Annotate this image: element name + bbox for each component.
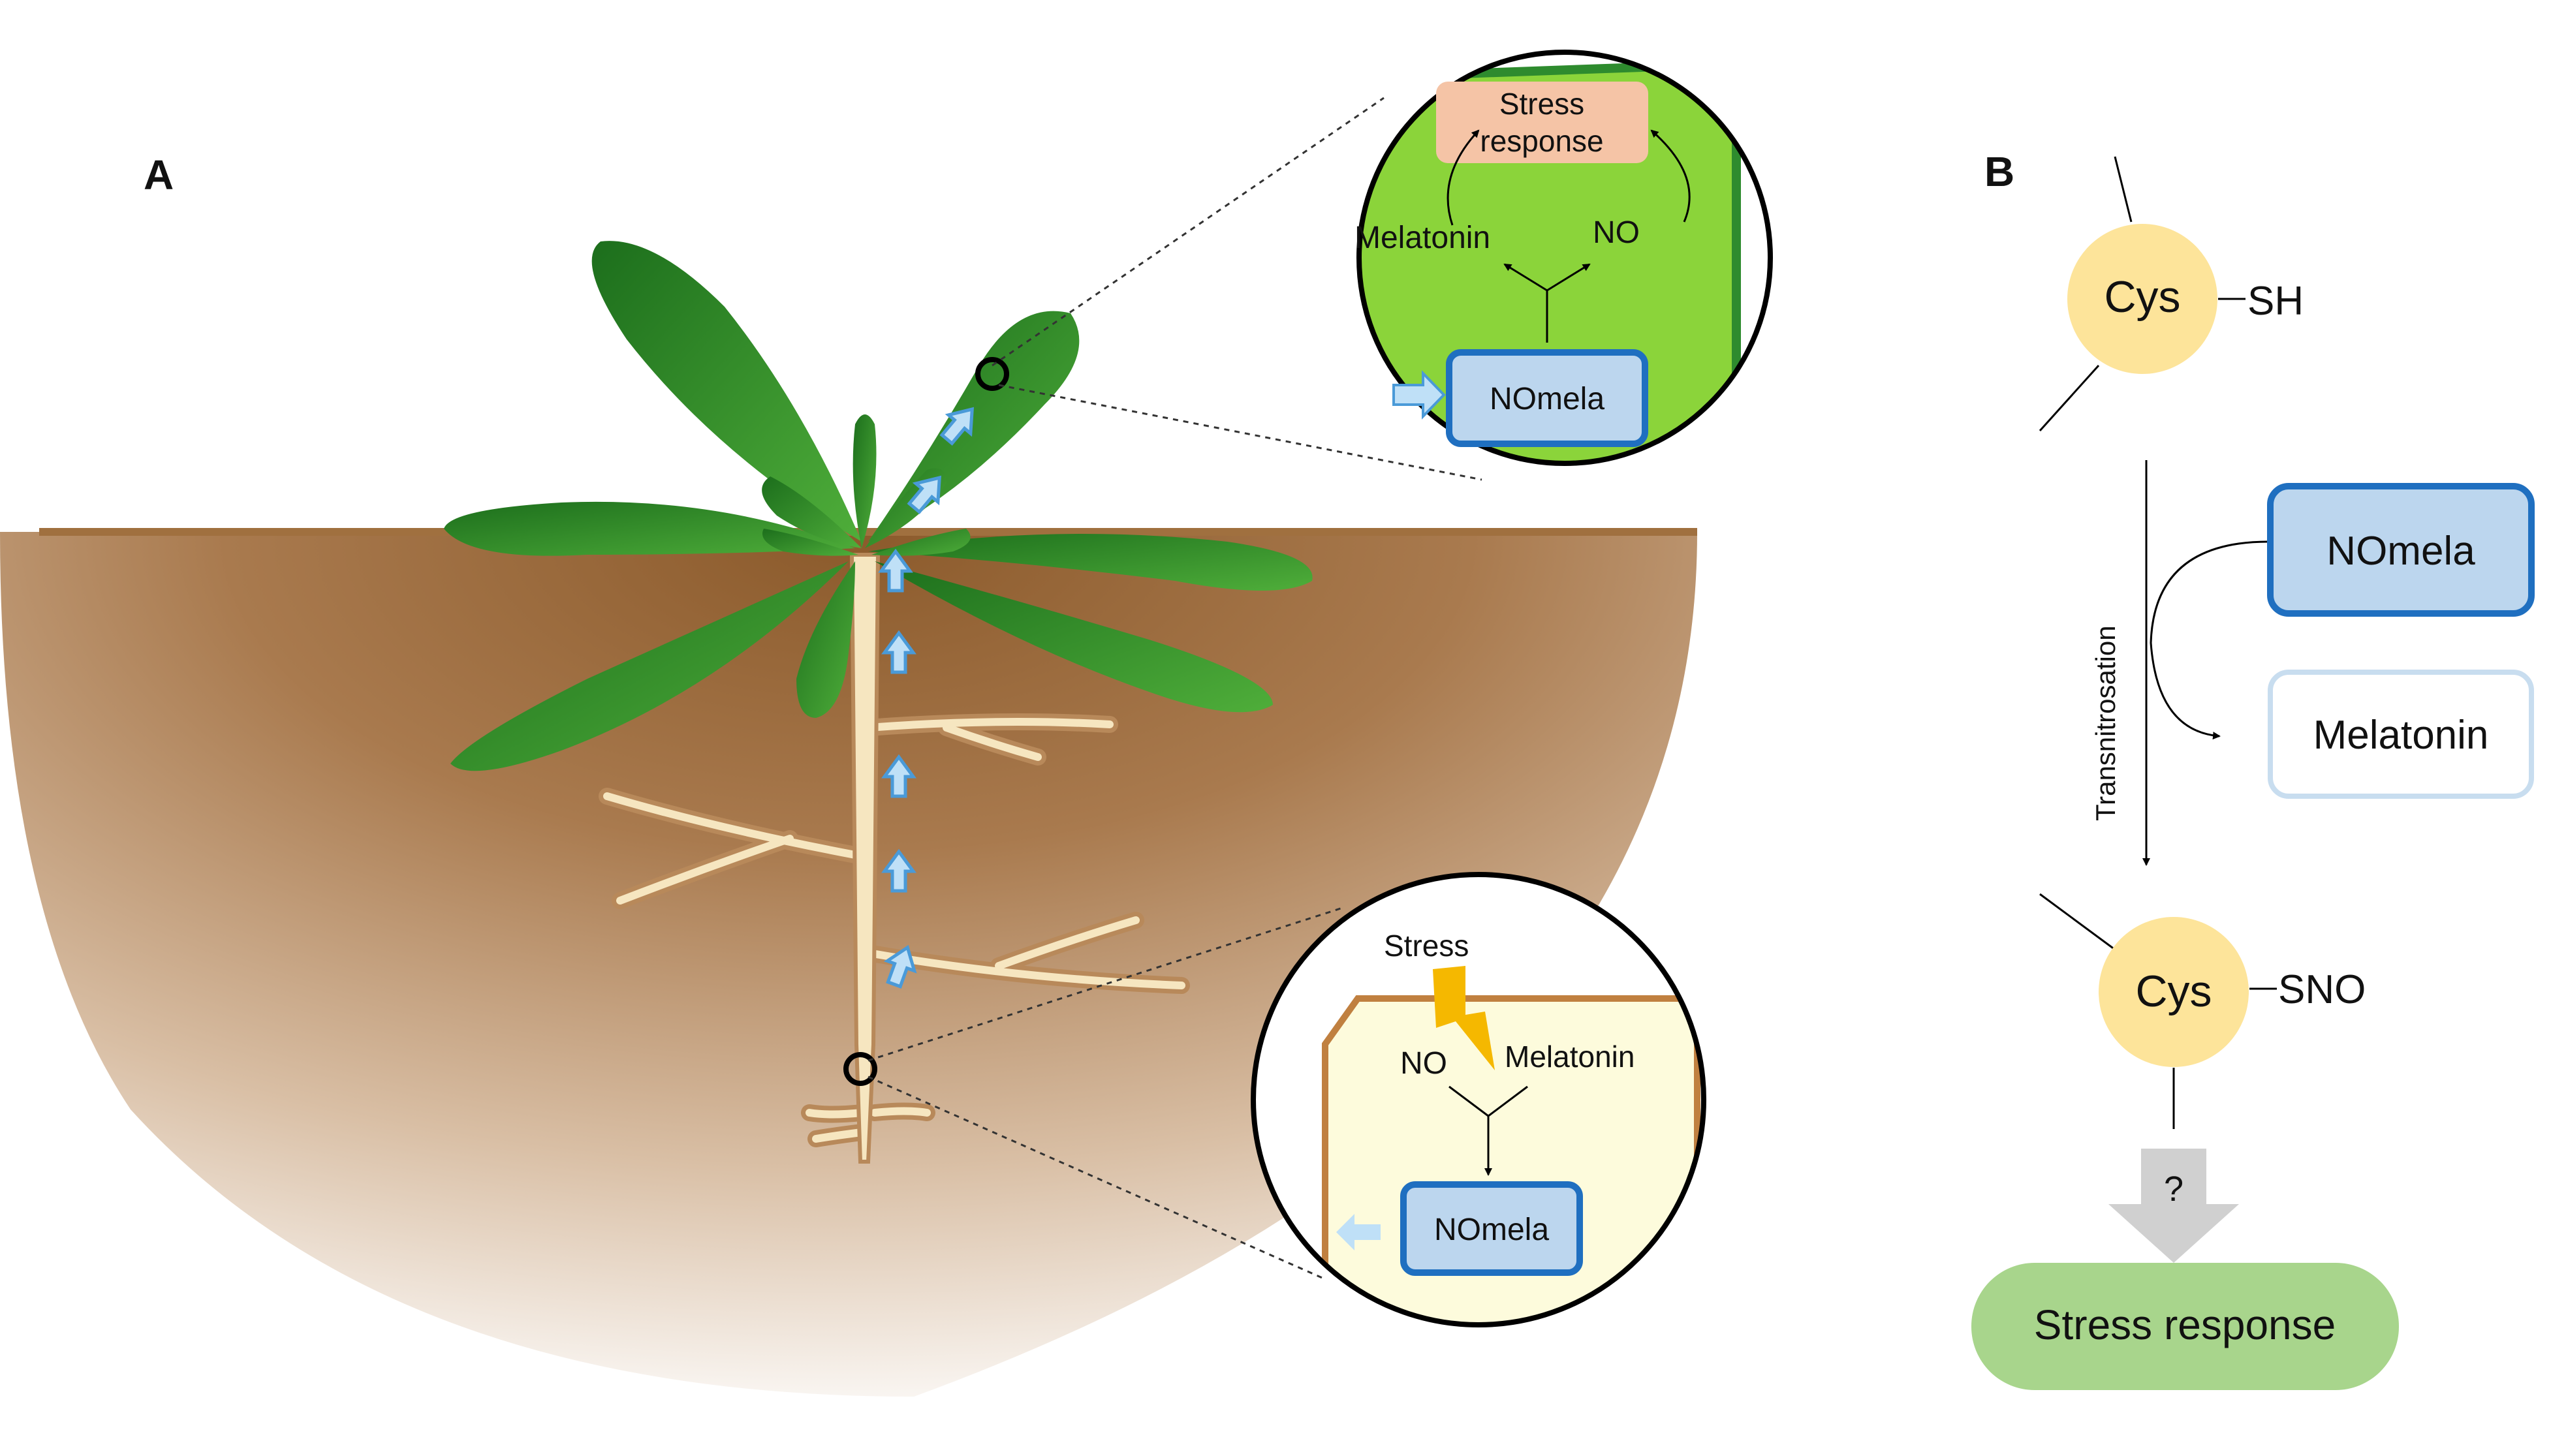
melatonin-label: Melatonin [2313,713,2489,758]
up-arrow-icon [883,944,917,989]
up-arrow-icon [881,754,916,798]
nomela-to-melatonin-arrow [2150,540,2269,740]
lightning-bolt-icon [1433,966,1495,1070]
root-melatonin-label: Melatonin [1505,1040,1635,1074]
leaf-melatonin-label: Melatonin [1354,221,1490,255]
right-arrow-icon [1392,370,1446,420]
nomela-label: NOmela [2326,529,2475,574]
root-nomela-label: NOmela [1434,1213,1549,1247]
leaf-cell-inset: Stress response Melatonin NO NOmela [1354,50,1773,466]
leaf-stress-line2: response [1480,124,1603,158]
leaf-no-label: NO [1593,215,1640,250]
root-focus-marker [843,1052,877,1086]
up-arrow-icon [881,630,916,674]
sh-label: SH [2247,279,2304,324]
stress-response-box [1971,1263,2399,1390]
sno-label: SNO [2278,967,2366,1012]
transport-arrows [878,407,975,989]
panel-b-label: B [1984,148,2014,195]
cys-sno: Cys SNO [2039,893,2366,1129]
up-arrow-icon [878,548,913,593]
left-arrow-icon [1336,1214,1381,1250]
leaf-nomela-label: NOmela [1490,382,1604,416]
cys-top-label: Cys [2104,272,2180,322]
transnitrosation-label: Transnitrosation [2090,625,2121,821]
root-cell-inset: Stress NO Melatonin NOmela [1251,872,1706,1327]
melatonin-box [2268,670,2534,799]
rosette-leaves [444,241,1313,771]
cys-bottom-circle [2099,917,2249,1067]
nomela-box [2267,483,2535,617]
root-stress-label: Stress [1384,929,1469,963]
leaf-focus-marker [975,357,1009,391]
leaf-stress-line1: Stress [1499,87,1584,121]
up-arrow-icon [881,848,916,893]
root-no-label: NO [1400,1046,1447,1081]
stress-response-label: Stress response [2034,1301,2336,1348]
cys-top-circle [2067,224,2217,374]
panel-a-label: A [144,151,174,198]
lateral-roots [599,713,1190,1147]
leaf-nomela-box [1446,349,1648,447]
zoom-lines [868,97,1482,1280]
leaf-stress-response-box [1436,82,1648,163]
cys-sh: Cys SH [2039,156,2304,432]
question-mark: ? [2164,1169,2183,1209]
question-arrow [2108,1149,2239,1263]
root-nomela-box [1400,1181,1583,1276]
up-arrow-icon [939,407,975,446]
up-arrow-icon [907,475,942,514]
cys-bottom-label: Cys [2135,967,2212,1016]
